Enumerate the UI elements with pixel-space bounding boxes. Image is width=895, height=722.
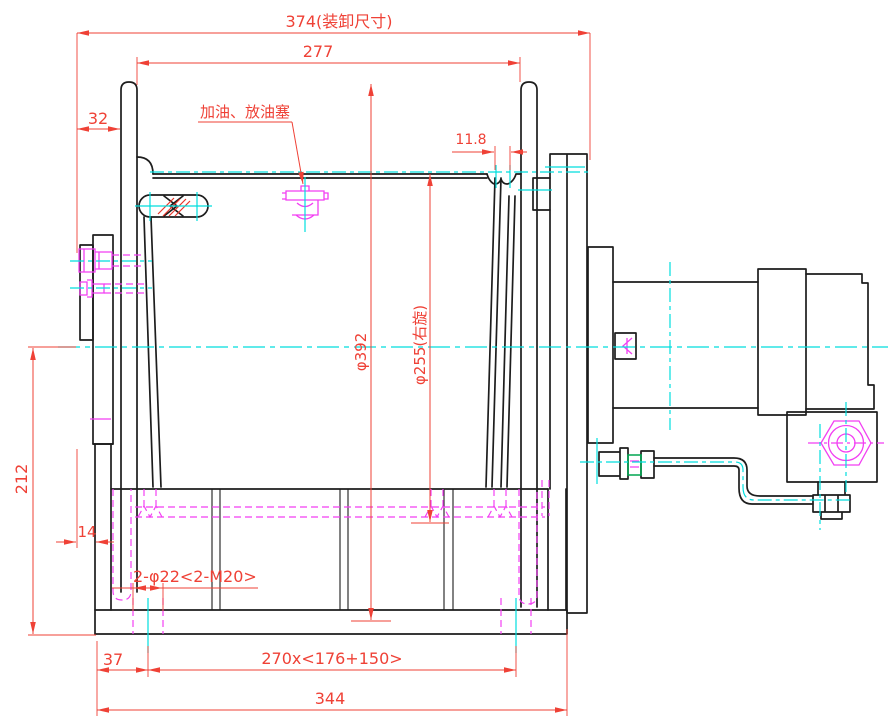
dim-base-length-label: 344 — [315, 689, 346, 708]
dim-flange-dia-label: φ392 — [352, 333, 370, 372]
motor-end-cap — [805, 273, 875, 410]
dim-height-label: 212 — [12, 464, 31, 495]
shaft-bolt-housing — [614, 332, 637, 360]
dim-hole-span-label: 270x<176+150> — [261, 649, 402, 668]
foot-hole-walls-hidden — [132, 598, 532, 634]
oil-plug-leader — [291, 121, 304, 185]
motor-body-rear — [757, 268, 807, 416]
right-support-hidden — [541, 480, 550, 516]
left-flange-plate — [120, 81, 138, 593]
left-outer-plate — [79, 244, 94, 341]
motor-body-front — [612, 281, 759, 409]
motor-mount-flange — [587, 246, 614, 444]
dimension-layer: 374(装卸尺寸) 277 32 加油、放油塞 11.8 φ392 φ255(右… — [12, 12, 591, 716]
anchor-bolt-shanks-hidden — [143, 489, 507, 506]
base-foot-plate — [94, 609, 568, 635]
dim-overall-label: 374(装卸尺寸) — [285, 12, 392, 31]
right-flange-disc-edges — [485, 177, 516, 488]
valve-block-group — [786, 411, 878, 520]
outline-layer — [79, 81, 878, 635]
drum — [138, 173, 522, 488]
piping — [598, 447, 814, 505]
pipe-union-fitting — [598, 447, 655, 480]
base-right-upright — [547, 488, 567, 611]
left-bearing-cover — [92, 234, 114, 445]
left-flange-disc-edges — [143, 216, 162, 488]
dim-anchor-holes-label: 2-φ22<2-M20> — [133, 567, 257, 586]
centerline-layer — [58, 165, 888, 653]
hub-centerline-ticks — [518, 166, 585, 191]
rope-grooves — [486, 173, 522, 185]
base-stiffeners — [211, 489, 454, 610]
base-left-upright — [92, 443, 114, 611]
drum-barrel-top — [152, 173, 488, 179]
bottom-port-fitting — [812, 481, 851, 520]
right-frame — [520, 81, 588, 614]
right-flange-plate — [520, 81, 538, 608]
right-support-plate — [549, 153, 588, 614]
oil-plug-label: 加油、放油塞 — [200, 103, 290, 121]
dim-hole-edge-label: 37 — [103, 650, 123, 669]
extension-lines — [28, 33, 591, 716]
left-bolt-centerlines — [70, 260, 152, 289]
foot-hole-centerlines — [147, 598, 517, 653]
pipe-seal-detail — [630, 460, 639, 468]
shaft-bolt-glyph — [622, 337, 633, 355]
left-frame — [79, 81, 154, 593]
anchor-slot-crosshairs — [135, 192, 212, 221]
base-slot-left-hidden — [112, 489, 132, 601]
dim-flange-offset-label: 32 — [88, 109, 108, 128]
section-hatch — [157, 197, 191, 217]
base-hidden-edges — [135, 506, 545, 518]
valve-block-centerlines — [819, 402, 847, 530]
hydraulic-pipe — [653, 457, 814, 505]
pipe-seal-ring — [627, 454, 642, 476]
dim-base-offset-label: 14 — [77, 523, 96, 541]
left-bolt-hidden-lines — [104, 254, 148, 294]
pipe-centerline — [580, 461, 852, 501]
dim-drum-dia-label: φ255(右旋) — [411, 305, 429, 385]
base-frame — [92, 443, 568, 635]
dim-rope-pitch-label: 11.8 — [455, 132, 486, 148]
valve-block — [786, 411, 878, 483]
anchor-bolt-threads-hidden — [137, 504, 513, 519]
motor — [587, 246, 875, 444]
left-hub-fillet — [136, 156, 154, 175]
right-hub-step — [532, 177, 551, 211]
dim-drum-length-label: 277 — [303, 42, 334, 61]
hidden-detail-layer — [78, 185, 884, 634]
